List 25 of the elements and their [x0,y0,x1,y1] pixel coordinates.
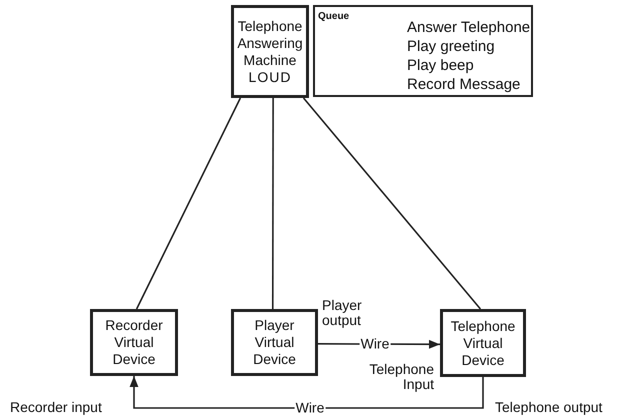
port-label: Recorder input [10,400,102,415]
port-label: Telephone Input [368,362,434,392]
node-subtitle: LOUD [248,68,292,86]
port-label: Telephone output [495,400,602,415]
edge-label: Wire [294,400,326,416]
port-label: Player output [322,298,363,328]
connector-line [272,98,274,309]
arrow [130,376,484,409]
panel-heading: Queue [318,11,350,22]
device-box [231,309,318,376]
queue-item: Record Message [407,76,520,93]
node-title: Telephone Answering Machine [236,18,304,68]
queue-item: Answer Telephone [407,19,530,36]
device-box [440,309,526,377]
node-title: Player Virtual Device [252,317,297,368]
node-title: Telephone Virtual Device [450,318,516,368]
queue-panel [313,5,533,97]
queue-item: Play beep [407,57,474,74]
connector-line [302,97,482,310]
device-box [90,309,178,376]
device-box [231,5,309,98]
node-title: Recorder Virtual Device [104,317,164,368]
queue-item: Play greeting [407,38,495,55]
connector-line [136,98,242,310]
edge-label: Wire [360,336,390,352]
